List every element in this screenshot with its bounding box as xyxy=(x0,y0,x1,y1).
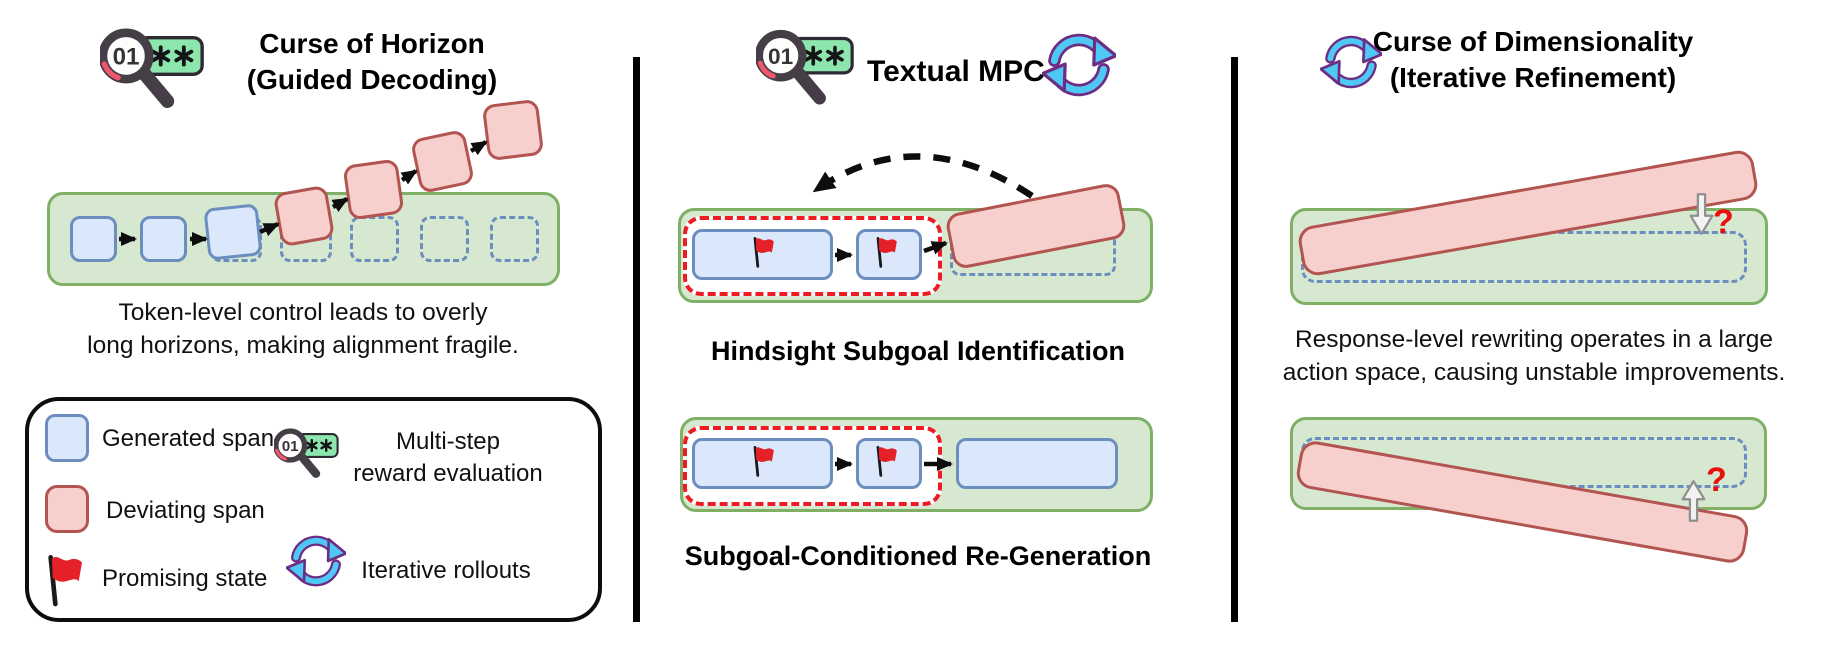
left-panel-caption: Token-level control leads to overly long… xyxy=(87,296,519,362)
iterative-rollouts-icon xyxy=(1042,28,1116,102)
legend-multi-step-label: Multi-step reward evaluation xyxy=(353,426,542,490)
middle-caption-top: Hindsight Subgoal Identification xyxy=(711,336,1125,366)
multi-step-reward-icon xyxy=(274,424,340,482)
deviating-span-box xyxy=(409,128,476,195)
left-caption-line1: Token-level control leads to overly xyxy=(118,299,488,326)
placeholder-span-box xyxy=(490,216,539,262)
iterative-rollouts-icon xyxy=(286,531,346,591)
generated-span-box xyxy=(70,216,117,262)
right-caption-line2: action space, causing unstable improveme… xyxy=(1282,359,1786,386)
multi-step-reward-icon xyxy=(100,22,206,114)
left-panel-title: Curse of Horizon (Guided Decoding) xyxy=(247,26,497,98)
iterative-rollouts-icon xyxy=(1320,26,1382,98)
generated-span-box xyxy=(692,438,833,489)
legend-multi-step-line1: Multi-step xyxy=(395,428,501,455)
question-mark: ? xyxy=(1706,461,1727,499)
generated-span-box xyxy=(856,229,922,280)
deviating-span-box xyxy=(272,184,336,248)
right-panel-title: Curse of Dimensionality (Iterative Refin… xyxy=(1373,24,1694,96)
right-panel-caption: Response-level rewriting operates in a l… xyxy=(1283,323,1786,389)
middle-panel-title: Textual MPC xyxy=(867,55,1045,88)
legend-generated-span-label: Generated span xyxy=(102,425,275,452)
left-caption-line2: long horizons, making alignment fragile. xyxy=(87,332,519,359)
deviating-span-box xyxy=(342,158,405,221)
legend-iterative-rollouts-label: Iterative rollouts xyxy=(361,557,531,584)
uncertain-rewrite-up-arrow-icon xyxy=(1681,480,1706,522)
right-title-line1: Curse of Dimensionality xyxy=(1372,26,1694,57)
promising-state-flag-icon xyxy=(753,236,775,268)
legend-multi-step-line2: reward evaluation xyxy=(353,460,543,487)
legend-promising-state-label: Promising state xyxy=(102,565,268,592)
middle-caption-bottom: Subgoal-Conditioned Re-Generation xyxy=(684,541,1152,571)
placeholder-span-box xyxy=(350,216,399,262)
legend-deviating-span-label: Deviating span xyxy=(106,497,265,524)
hindsight-feedback-arc xyxy=(812,153,1034,199)
placeholder-span-box xyxy=(420,216,469,262)
right-title-line2: (Iterative Refinement) xyxy=(1389,62,1677,93)
question-mark: ? xyxy=(1713,203,1734,241)
right-caption-line1: Response-level rewriting operates in a l… xyxy=(1294,326,1773,353)
deviating-span-box xyxy=(481,98,545,162)
promising-state-flag-icon xyxy=(876,236,898,268)
panel-divider-left xyxy=(633,57,640,622)
left-title-line1: Curse of Horizon xyxy=(259,28,485,59)
promising-state-flag-icon xyxy=(44,552,84,608)
promising-state-flag-icon xyxy=(876,445,898,477)
legend-deviating-span-swatch xyxy=(45,485,89,533)
uncertain-rewrite-down-arrow-icon xyxy=(1689,193,1714,235)
regenerated-span-box xyxy=(956,438,1118,489)
promising-state-flag-icon xyxy=(753,445,775,477)
panel-divider-right xyxy=(1231,57,1238,622)
legend-generated-span-swatch xyxy=(45,414,89,462)
multi-step-reward-icon xyxy=(756,24,856,110)
generated-span-box-tilted xyxy=(203,203,263,261)
left-title-line2: (Guided Decoding) xyxy=(246,64,498,95)
generated-span-box xyxy=(692,229,833,280)
generated-span-box xyxy=(856,438,922,489)
generated-span-box xyxy=(140,216,187,262)
